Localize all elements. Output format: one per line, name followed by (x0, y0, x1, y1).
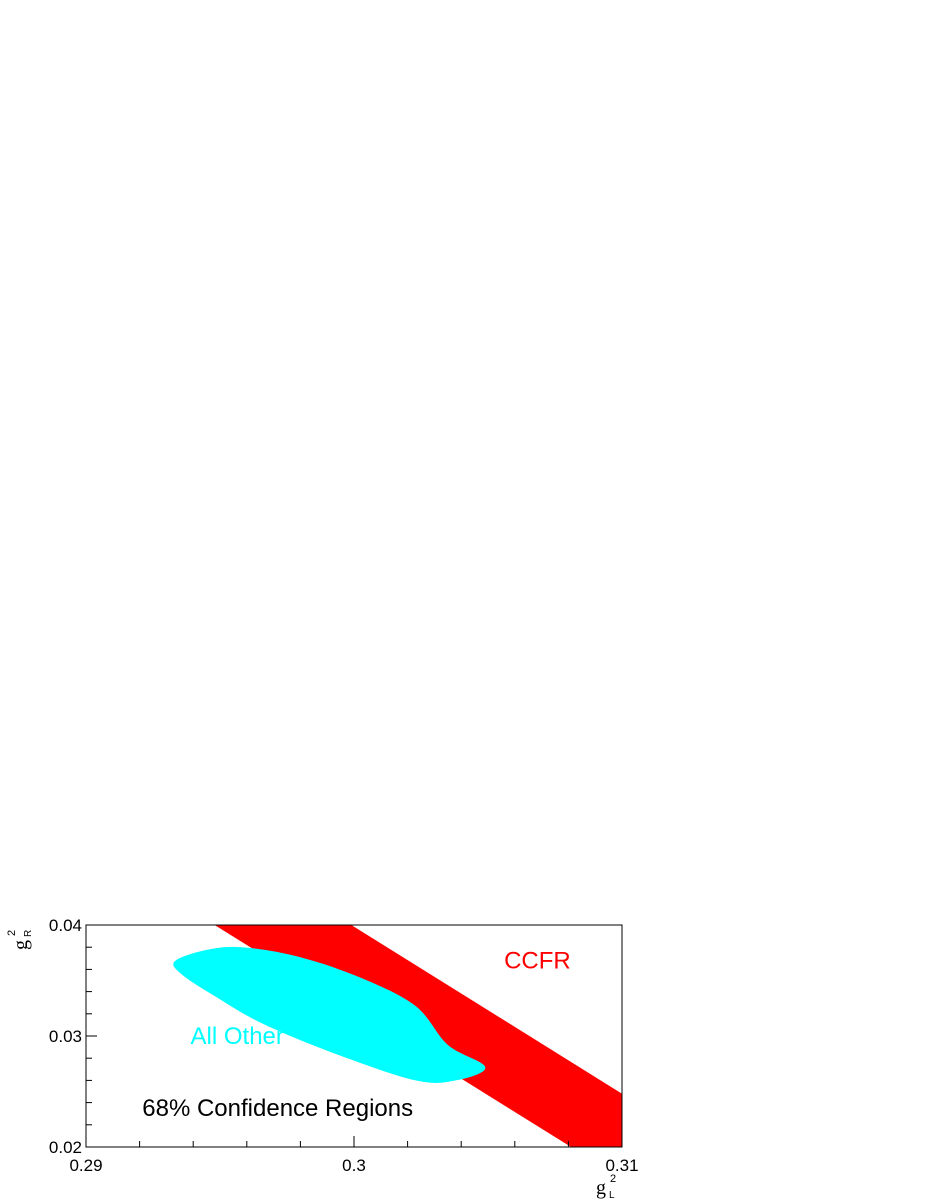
tick-labels: 0.29 0.3 0.31 0.02 0.03 0.04 (49, 916, 639, 1175)
y-axis-title: g R 2 (6, 930, 34, 950)
annotation-all-other: All Other (191, 1023, 284, 1050)
axis-ticks (85, 924, 623, 1148)
annotations: CCFR All Other 68% Confidence Regions (142, 947, 570, 1122)
x-axis-title: g L 2 (596, 1173, 616, 1199)
y-tick-label: 0.04 (49, 916, 82, 935)
y-axis-title-subscript: R (23, 930, 34, 937)
x-tick-label: 0.31 (605, 1156, 638, 1175)
y-axis-title-superscript: 2 (6, 930, 18, 936)
x-axis-title-subscript: L (609, 1190, 615, 1199)
y-tick-label: 0.02 (49, 1138, 82, 1157)
x-axis-title-g: g (596, 1177, 606, 1199)
annotation-68-confidence-regions: 68% Confidence Regions (142, 1095, 413, 1122)
x-tick-label: 0.3 (342, 1156, 366, 1175)
annotation-ccfr: CCFR (504, 947, 571, 974)
y-axis-title-g: g (10, 940, 32, 950)
all-other-ellipse (173, 946, 486, 1083)
x-axis-title-superscript: 2 (610, 1173, 616, 1185)
x-tick-label: 0.29 (69, 1156, 102, 1175)
plot-regions (173, 925, 622, 1147)
y-tick-label: 0.03 (49, 1027, 82, 1046)
